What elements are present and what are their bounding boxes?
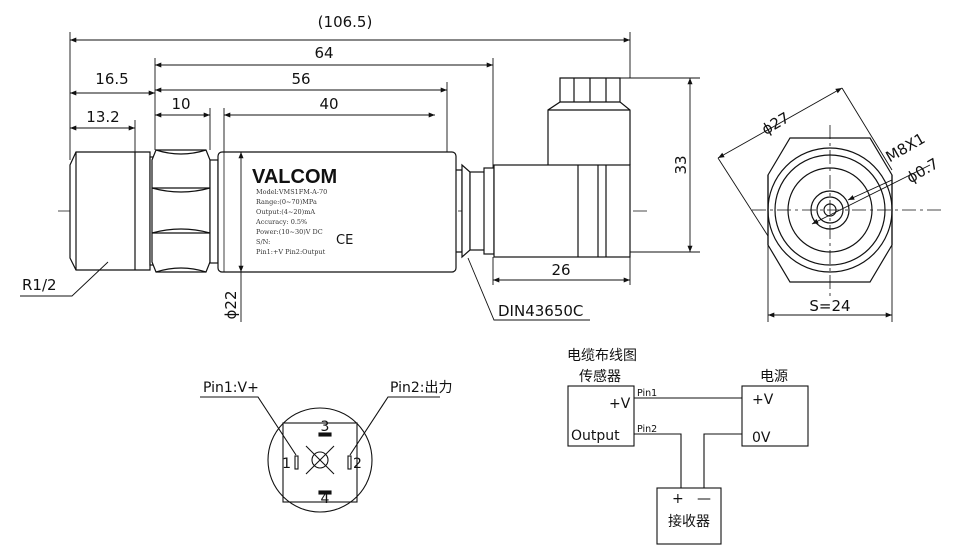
pin-number-4: 4: [321, 491, 330, 507]
label-power: Power:(10~30)V DC: [256, 228, 323, 236]
power-title: 电源: [760, 369, 788, 385]
sensor-neck: [456, 163, 495, 259]
callout-r1-2: R1/2: [22, 276, 57, 294]
dim-overall-length: (106.5): [318, 13, 373, 31]
callout-din43650c: DIN43650C: [498, 302, 583, 320]
pin1-label: Pin1:V+: [203, 380, 259, 396]
din-connector: [493, 77, 631, 258]
ce-mark: CE: [336, 233, 353, 248]
hex-nut: [149, 149, 211, 273]
wire-pin1-label: Pin1: [637, 388, 657, 399]
pin-number-2: 2: [353, 456, 362, 472]
wiring-diagram: [567, 385, 809, 545]
power-0v-label: 0V: [752, 430, 771, 446]
dim-16-5: 16.5: [95, 70, 128, 88]
dim-10: 10: [171, 95, 190, 113]
side-dimensions: [20, 32, 700, 322]
pin2-label: Pin2:出力: [390, 380, 453, 396]
label-pins: Pin1:+V Pin2:Output: [256, 248, 326, 256]
receiver-minus: —: [697, 491, 711, 507]
receiver-title: 接收器: [668, 513, 710, 530]
pin-diagram: [200, 396, 440, 513]
dim-40: 40: [319, 95, 338, 113]
label-output: Output:(4~20)mA: [256, 208, 315, 216]
end-dimensions: [717, 87, 931, 322]
pin-number-3: 3: [321, 419, 330, 435]
power-box: [741, 385, 809, 447]
wiring-title: 电缆布线图: [567, 348, 637, 364]
dim-hex-s24: S=24: [809, 297, 850, 315]
dim-phi27: ϕ27: [758, 109, 792, 139]
threaded-fitting: [69, 151, 151, 271]
dim-26: 26: [551, 261, 570, 279]
dim-56: 56: [291, 70, 310, 88]
dim-phi0-7: ϕ0.7: [903, 154, 941, 186]
sensor-output-label: Output: [571, 428, 620, 444]
dim-phi22: ϕ22: [222, 291, 240, 320]
label-sn: S/N:: [256, 238, 270, 246]
receiver-plus: +: [672, 491, 684, 507]
label-model: Model:VMS1FM-A-70: [256, 188, 327, 196]
sensor-body: [209, 151, 457, 273]
label-range: Range:(0~70)MPa: [256, 198, 317, 206]
side-view: [58, 77, 650, 273]
pin-number-1: 1: [282, 456, 291, 472]
wire-pin2-label: Pin2: [637, 424, 657, 435]
sensor-v-label: +V: [609, 396, 631, 412]
label-accuracy: Accuracy: 0.5%: [255, 218, 307, 226]
sensor-title: 传感器: [579, 368, 621, 385]
sensor-box: [567, 385, 635, 447]
brand-logo: VALCOM: [252, 166, 337, 188]
label-plate: VALCOM Model:VMS1FM-A-70 Range:(0~70)MPa…: [252, 166, 353, 256]
dim-33: 33: [672, 155, 690, 174]
receiver-box: [656, 487, 722, 545]
dim-13-2: 13.2: [86, 108, 119, 126]
power-v-label: +V: [752, 392, 774, 408]
dim-64: 64: [314, 44, 333, 62]
